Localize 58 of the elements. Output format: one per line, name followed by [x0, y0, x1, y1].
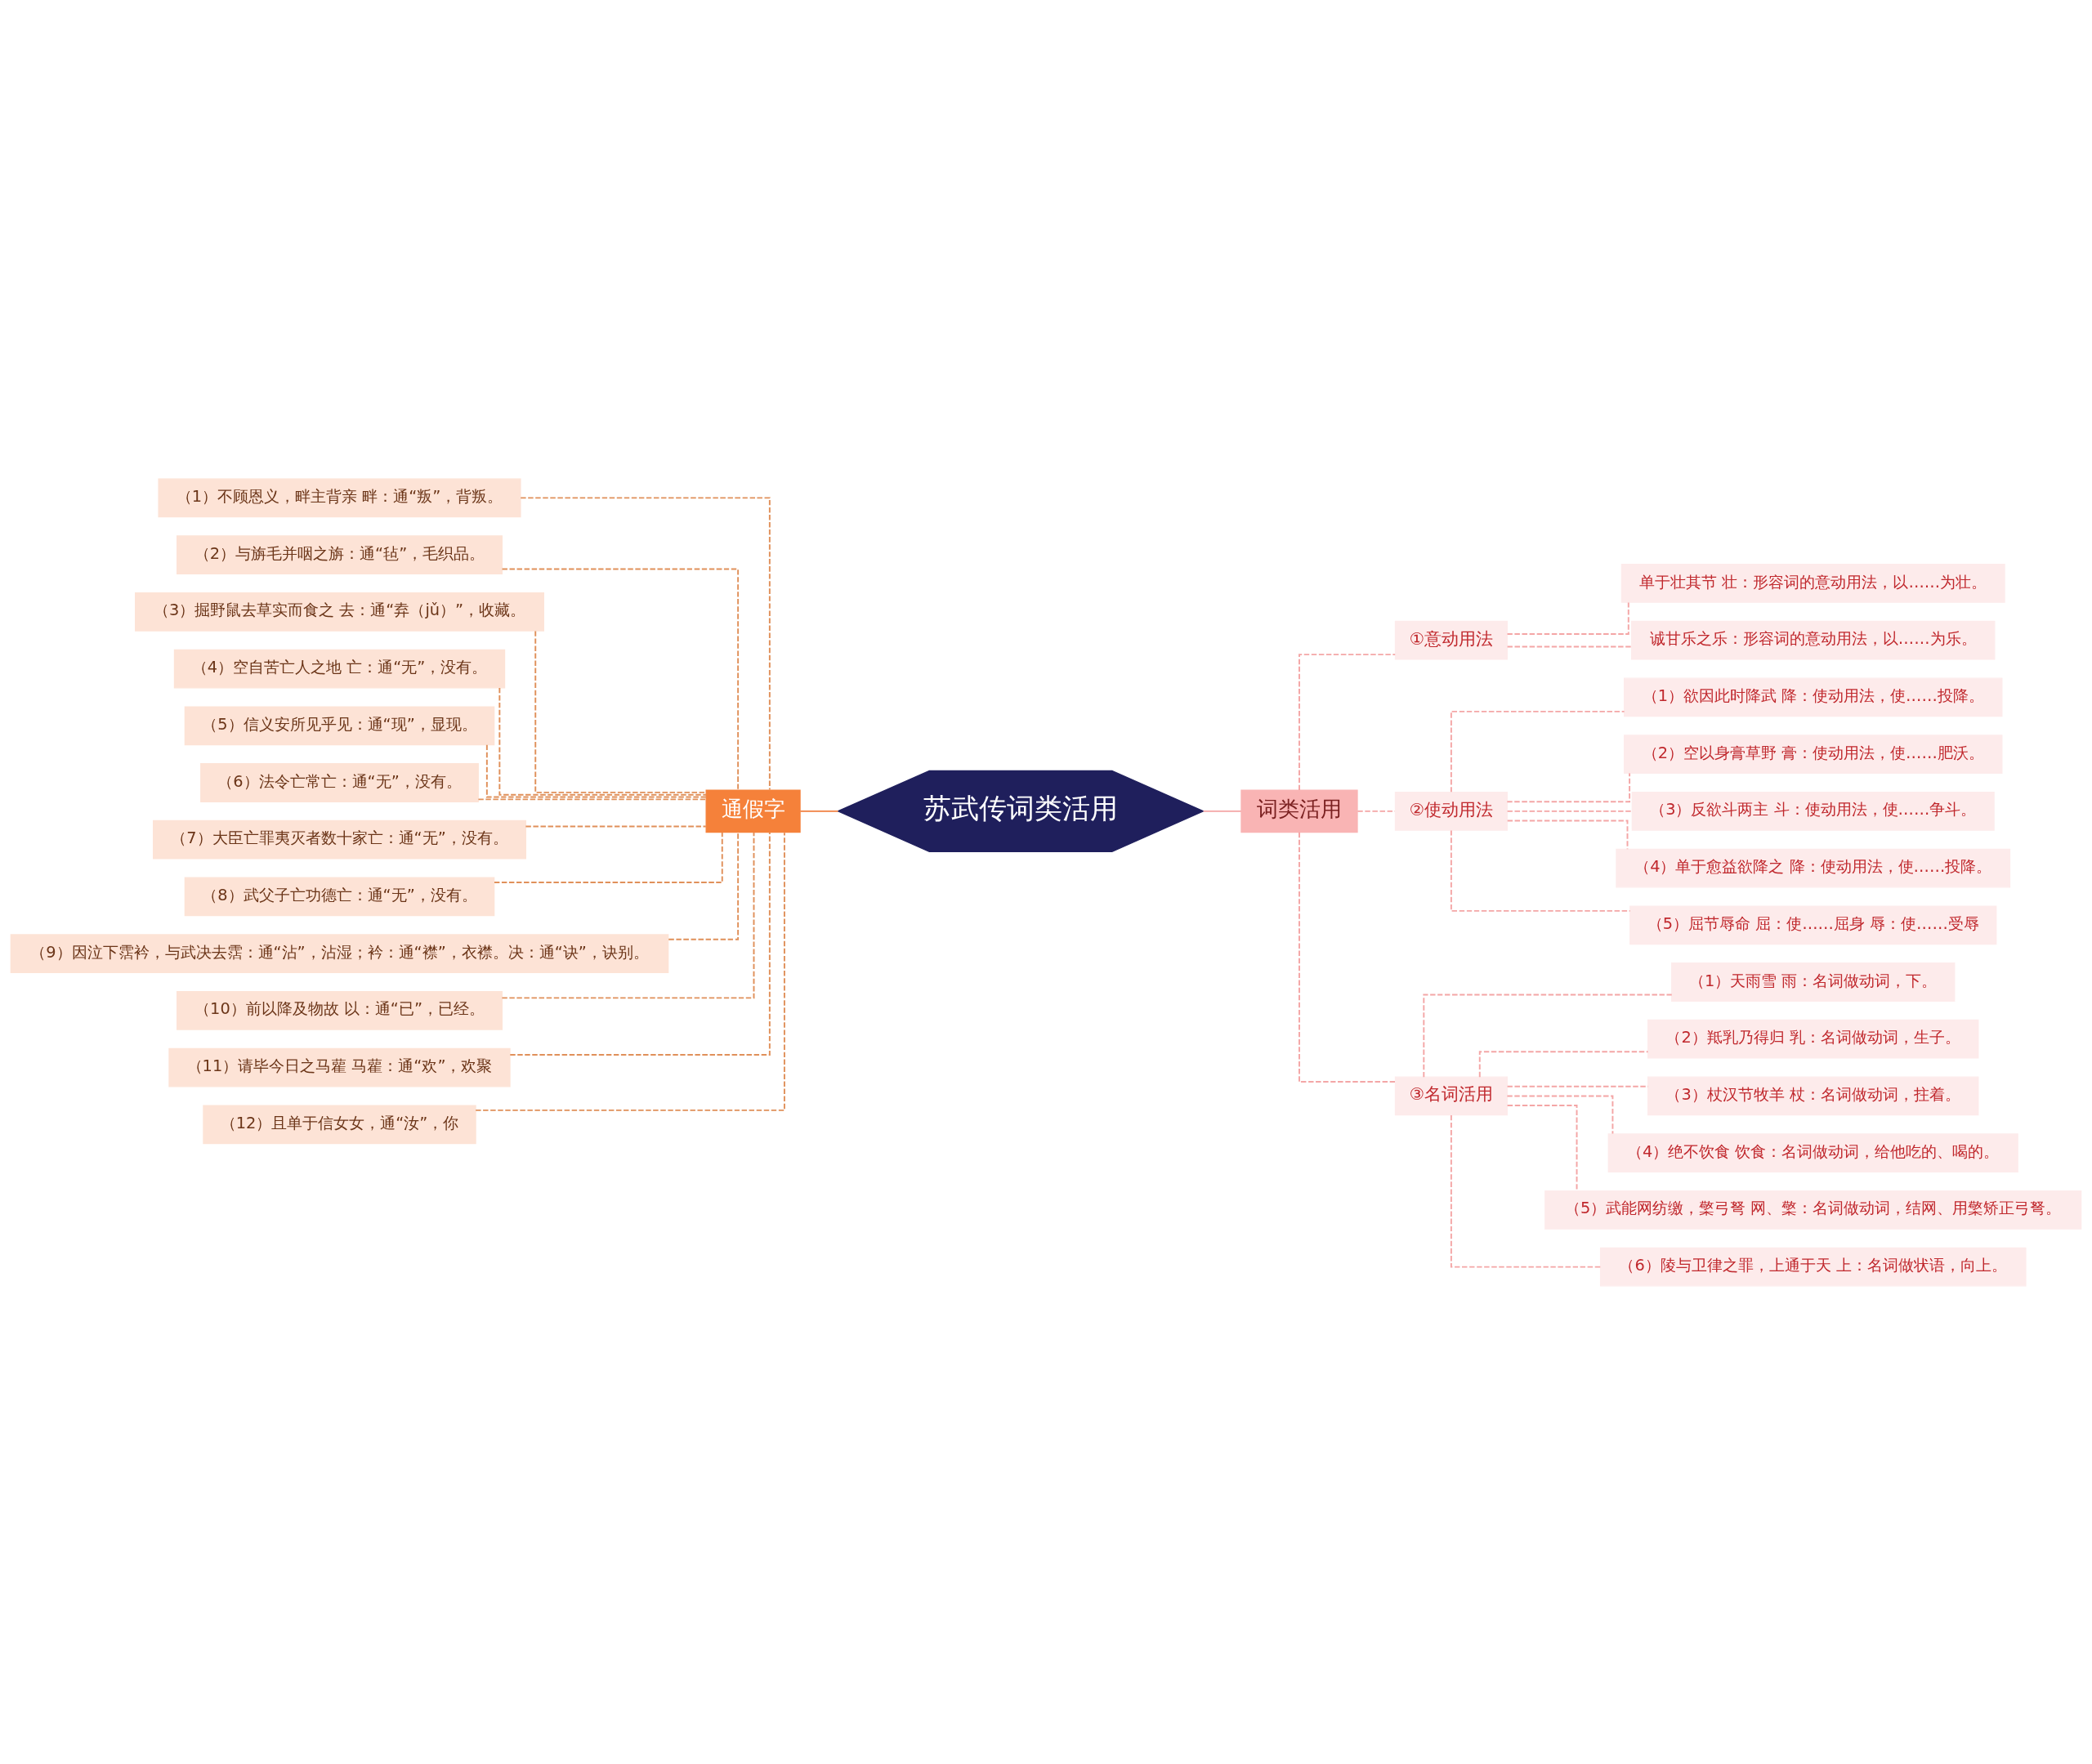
connector [494, 831, 723, 883]
node-box: （2）羝乳乃得归 乳：名词做动词，生子。 [1647, 1019, 1979, 1059]
node-box: （5）屈节辱命 屈：使……屈身 辱：使……受辱 [1629, 904, 1997, 945]
node-box: （2）空以身膏草野 膏：使动用法，使……肥沃。 [1624, 734, 2003, 774]
node-box: （6）陵与卫律之罪，上通于天 上：名词做状语，向上。 [1599, 1247, 2027, 1286]
connector [1450, 1114, 1602, 1268]
node-box: （12）且单于信女女，通“汝”，你 [203, 1104, 476, 1144]
connector [1506, 645, 1633, 647]
node-box: （2）与旃毛并咽之旃：通“毡”，毛织品。 [177, 534, 503, 574]
node-box: 诚甘乐之乐：形容词的意动用法，以……为乐。 [1631, 620, 1996, 660]
connector [1506, 601, 1629, 635]
connector [498, 686, 707, 796]
node-box: （1）欲因此时降武 降：使动用法，使……投降。 [1624, 677, 2003, 717]
node-box: （5）信义安所见乎见：通“现”，显现。 [184, 705, 495, 745]
node-box: 单于壮其节 壮：形容词的意动用法，以……为壮。 [1620, 563, 2005, 603]
connector [1299, 831, 1397, 1083]
connector [1478, 1050, 1649, 1078]
node-box: （7）大臣亡罪夷灭者数十家亡：通“无”，没有。 [153, 819, 527, 860]
node-box: （8）武父子亡功德亡：通“无”，没有。 [184, 877, 495, 916]
node-box: ③名词活用 [1394, 1076, 1508, 1115]
connector [477, 797, 707, 800]
connector [501, 831, 755, 998]
connector [1423, 994, 1673, 1078]
node-box: 词类活用 [1240, 788, 1358, 833]
node-box: （1）不顾恩义，畔主背亲 畔：通“叛”，背叛。 [158, 478, 521, 517]
connector [485, 744, 708, 797]
connector [1506, 810, 1634, 812]
connector [1506, 1085, 1649, 1087]
node-box: （4）绝不饮食 饮食：名词做动词，给他吃的、喝的。 [1607, 1132, 2018, 1172]
node-box: （4）空自苦亡人之地 亡：通“无”，没有。 [173, 649, 506, 688]
node-box: （6）法令亡常亡：通“无”，没有。 [200, 762, 479, 802]
node-box: （1）天雨雪 雨：名词做动词，下。 [1671, 962, 1956, 1002]
node-box: （5）武能网纺缴，檠弓弩 网、檠：名词做动词，结网、用檠矫正弓弩。 [1544, 1190, 2082, 1230]
connector [525, 825, 707, 828]
connector [668, 831, 740, 940]
connector [475, 831, 785, 1111]
node-box: （4）单于愈益欲降之 降：使动用法，使……投降。 [1616, 848, 2011, 887]
node-box: （10）前以降及物故 以：通“已”，已经。 [177, 990, 503, 1030]
connector [1506, 771, 1631, 802]
node-box: （9）因泣下霑衿，与武决去霑：通“沾”，沾湿；衿：通“襟”，衣襟。决：通“诀”，诀别。 [10, 933, 669, 973]
node-box: （3）反欲斗两主 斗：使动用法，使……争斗。 [1631, 791, 1995, 831]
connector [1299, 653, 1397, 791]
connector [1450, 828, 1631, 912]
node-box: （3）杖汉节牧羊 杖：名词做动词，拄着。 [1647, 1076, 1979, 1115]
connector [520, 496, 771, 790]
node-box: （3）掘野鼠去草实而食之 去：通“弆（jǔ）”，收藏。 [135, 592, 544, 632]
node-box: 通假字 [705, 788, 801, 833]
connector [799, 810, 839, 812]
node-box: ①意动用法 [1394, 620, 1508, 660]
connector [1450, 710, 1625, 793]
connector [1506, 819, 1629, 850]
connector [1202, 810, 1242, 812]
node-box: （11）请毕今日之马雚 马雚：通“欢”，欢聚 [168, 1047, 511, 1087]
connector [509, 831, 771, 1056]
connector [501, 568, 740, 790]
connector [1506, 1104, 1578, 1191]
connector [1506, 1094, 1614, 1135]
node-box: ②使动用法 [1394, 791, 1508, 831]
